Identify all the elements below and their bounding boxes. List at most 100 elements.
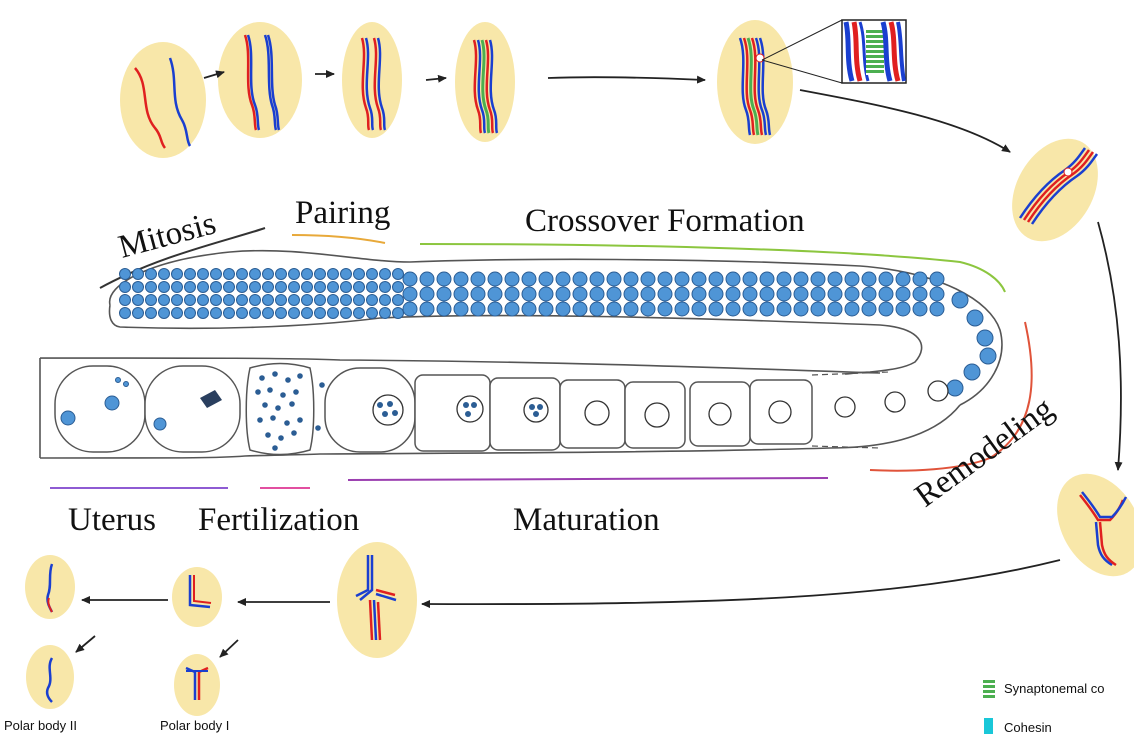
germ-nucleus <box>624 287 638 301</box>
bottom-cell-metaphase <box>337 542 417 658</box>
sperm-dot <box>284 420 290 426</box>
sperm-dot <box>297 373 303 379</box>
germ-nucleus <box>437 287 451 301</box>
germ-nucleus <box>573 287 587 301</box>
label-pairing: Pairing <box>295 195 390 231</box>
germ-nucleus <box>289 295 300 306</box>
germ-nucleus <box>289 269 300 280</box>
germ-nucleus <box>590 302 604 316</box>
germ-nucleus <box>185 282 196 293</box>
label-polar-body-2: Polar body II <box>4 718 77 733</box>
germ-nucleus <box>811 272 825 286</box>
label-maturation: Maturation <box>513 502 660 538</box>
top-cell-1 <box>120 42 206 158</box>
legend: Synaptonemal co Cohesin <box>983 680 1104 735</box>
germ-nucleus <box>263 295 274 306</box>
germ-nucleus <box>488 287 502 301</box>
germ-nucleus <box>811 302 825 316</box>
top-cell-3 <box>342 22 402 138</box>
germ-nucleus <box>133 295 144 306</box>
germ-nucleus <box>879 302 893 316</box>
germ-nucleus <box>237 282 248 293</box>
germ-nucleus <box>624 302 638 316</box>
sperm-dot <box>285 377 291 383</box>
germ-nucleus <box>658 287 672 301</box>
arrow-7 <box>422 560 1060 604</box>
germ-nucleus <box>590 287 604 301</box>
germ-nucleus <box>341 282 352 293</box>
label-remodeling: Remodeling <box>909 391 1061 515</box>
germ-nucleus <box>341 295 352 306</box>
germ-nucleus <box>276 282 287 293</box>
germ-nucleus <box>420 302 434 316</box>
chromosome-dot <box>465 411 471 417</box>
germ-nucleus <box>488 272 502 286</box>
sperm-dot <box>280 392 286 398</box>
germ-nucleus <box>488 302 502 316</box>
sperm-dot <box>255 389 261 395</box>
label-fertilization: Fertilization <box>198 502 359 538</box>
germ-nucleus <box>354 282 365 293</box>
germ-nucleus <box>896 272 910 286</box>
right-cell-diplotene <box>995 123 1116 256</box>
germ-nucleus <box>709 287 723 301</box>
bottom-cell-anaphase-2 <box>25 555 75 619</box>
germ-nucleus <box>237 269 248 280</box>
sperm-dot <box>278 435 284 441</box>
germ-nucleus <box>133 282 144 293</box>
germ-nucleus <box>302 282 313 293</box>
germ-nucleus <box>913 302 927 316</box>
germ-nucleus <box>454 272 468 286</box>
germ-nucleus <box>380 282 391 293</box>
germ-nucleus <box>828 287 842 301</box>
germ-nucleus <box>913 272 927 286</box>
germ-nucleus <box>328 308 339 319</box>
germ-nucleus <box>172 282 183 293</box>
germ-nucleus <box>658 272 672 286</box>
germ-nucleus <box>896 287 910 301</box>
germ-nucleus <box>224 282 235 293</box>
germ-nucleus <box>556 302 570 316</box>
germ-nucleus <box>641 287 655 301</box>
germ-nucleus <box>726 287 740 301</box>
germ-nucleus <box>471 287 485 301</box>
sperm-dot <box>291 430 297 436</box>
chromosome-dot <box>392 410 398 416</box>
chromosome-dot <box>529 404 535 410</box>
germ-nucleus <box>726 272 740 286</box>
germ-nucleus <box>522 272 536 286</box>
germ-nucleus <box>641 302 655 316</box>
sperm-dot <box>267 387 273 393</box>
germ-nucleus <box>743 302 757 316</box>
top-cell-5 <box>717 20 793 144</box>
germ-nucleus <box>198 282 209 293</box>
germ-nucleus <box>522 302 536 316</box>
germ-nucleus <box>964 364 980 380</box>
sperm-dot <box>297 417 303 423</box>
label-uterus: Uterus <box>68 502 156 538</box>
germ-nucleus <box>198 269 209 280</box>
germ-nucleus <box>393 308 404 319</box>
germ-nucleus <box>250 308 261 319</box>
germ-nucleus <box>471 302 485 316</box>
germ-nucleus <box>120 269 131 280</box>
germ-nucleus <box>403 272 417 286</box>
sperm-dot <box>319 382 325 388</box>
germ-nucleus <box>393 282 404 293</box>
germ-nucleus <box>573 302 587 316</box>
sperm-dot <box>272 371 278 377</box>
germ-nucleus <box>367 282 378 293</box>
germ-nucleus <box>403 287 417 301</box>
germ-nucleus <box>185 295 196 306</box>
germ-nucleus <box>198 308 209 319</box>
polar-body-1-cell <box>174 654 220 716</box>
germ-nucleus <box>828 272 842 286</box>
germ-nucleus <box>354 295 365 306</box>
germ-nucleus <box>224 295 235 306</box>
germ-nucleus <box>952 292 968 308</box>
germ-nucleus <box>146 295 157 306</box>
label-crossover: Crossover Formation <box>525 203 805 239</box>
germ-nucleus <box>947 380 963 396</box>
germ-nucleus <box>556 287 570 301</box>
germ-nucleus <box>879 272 893 286</box>
